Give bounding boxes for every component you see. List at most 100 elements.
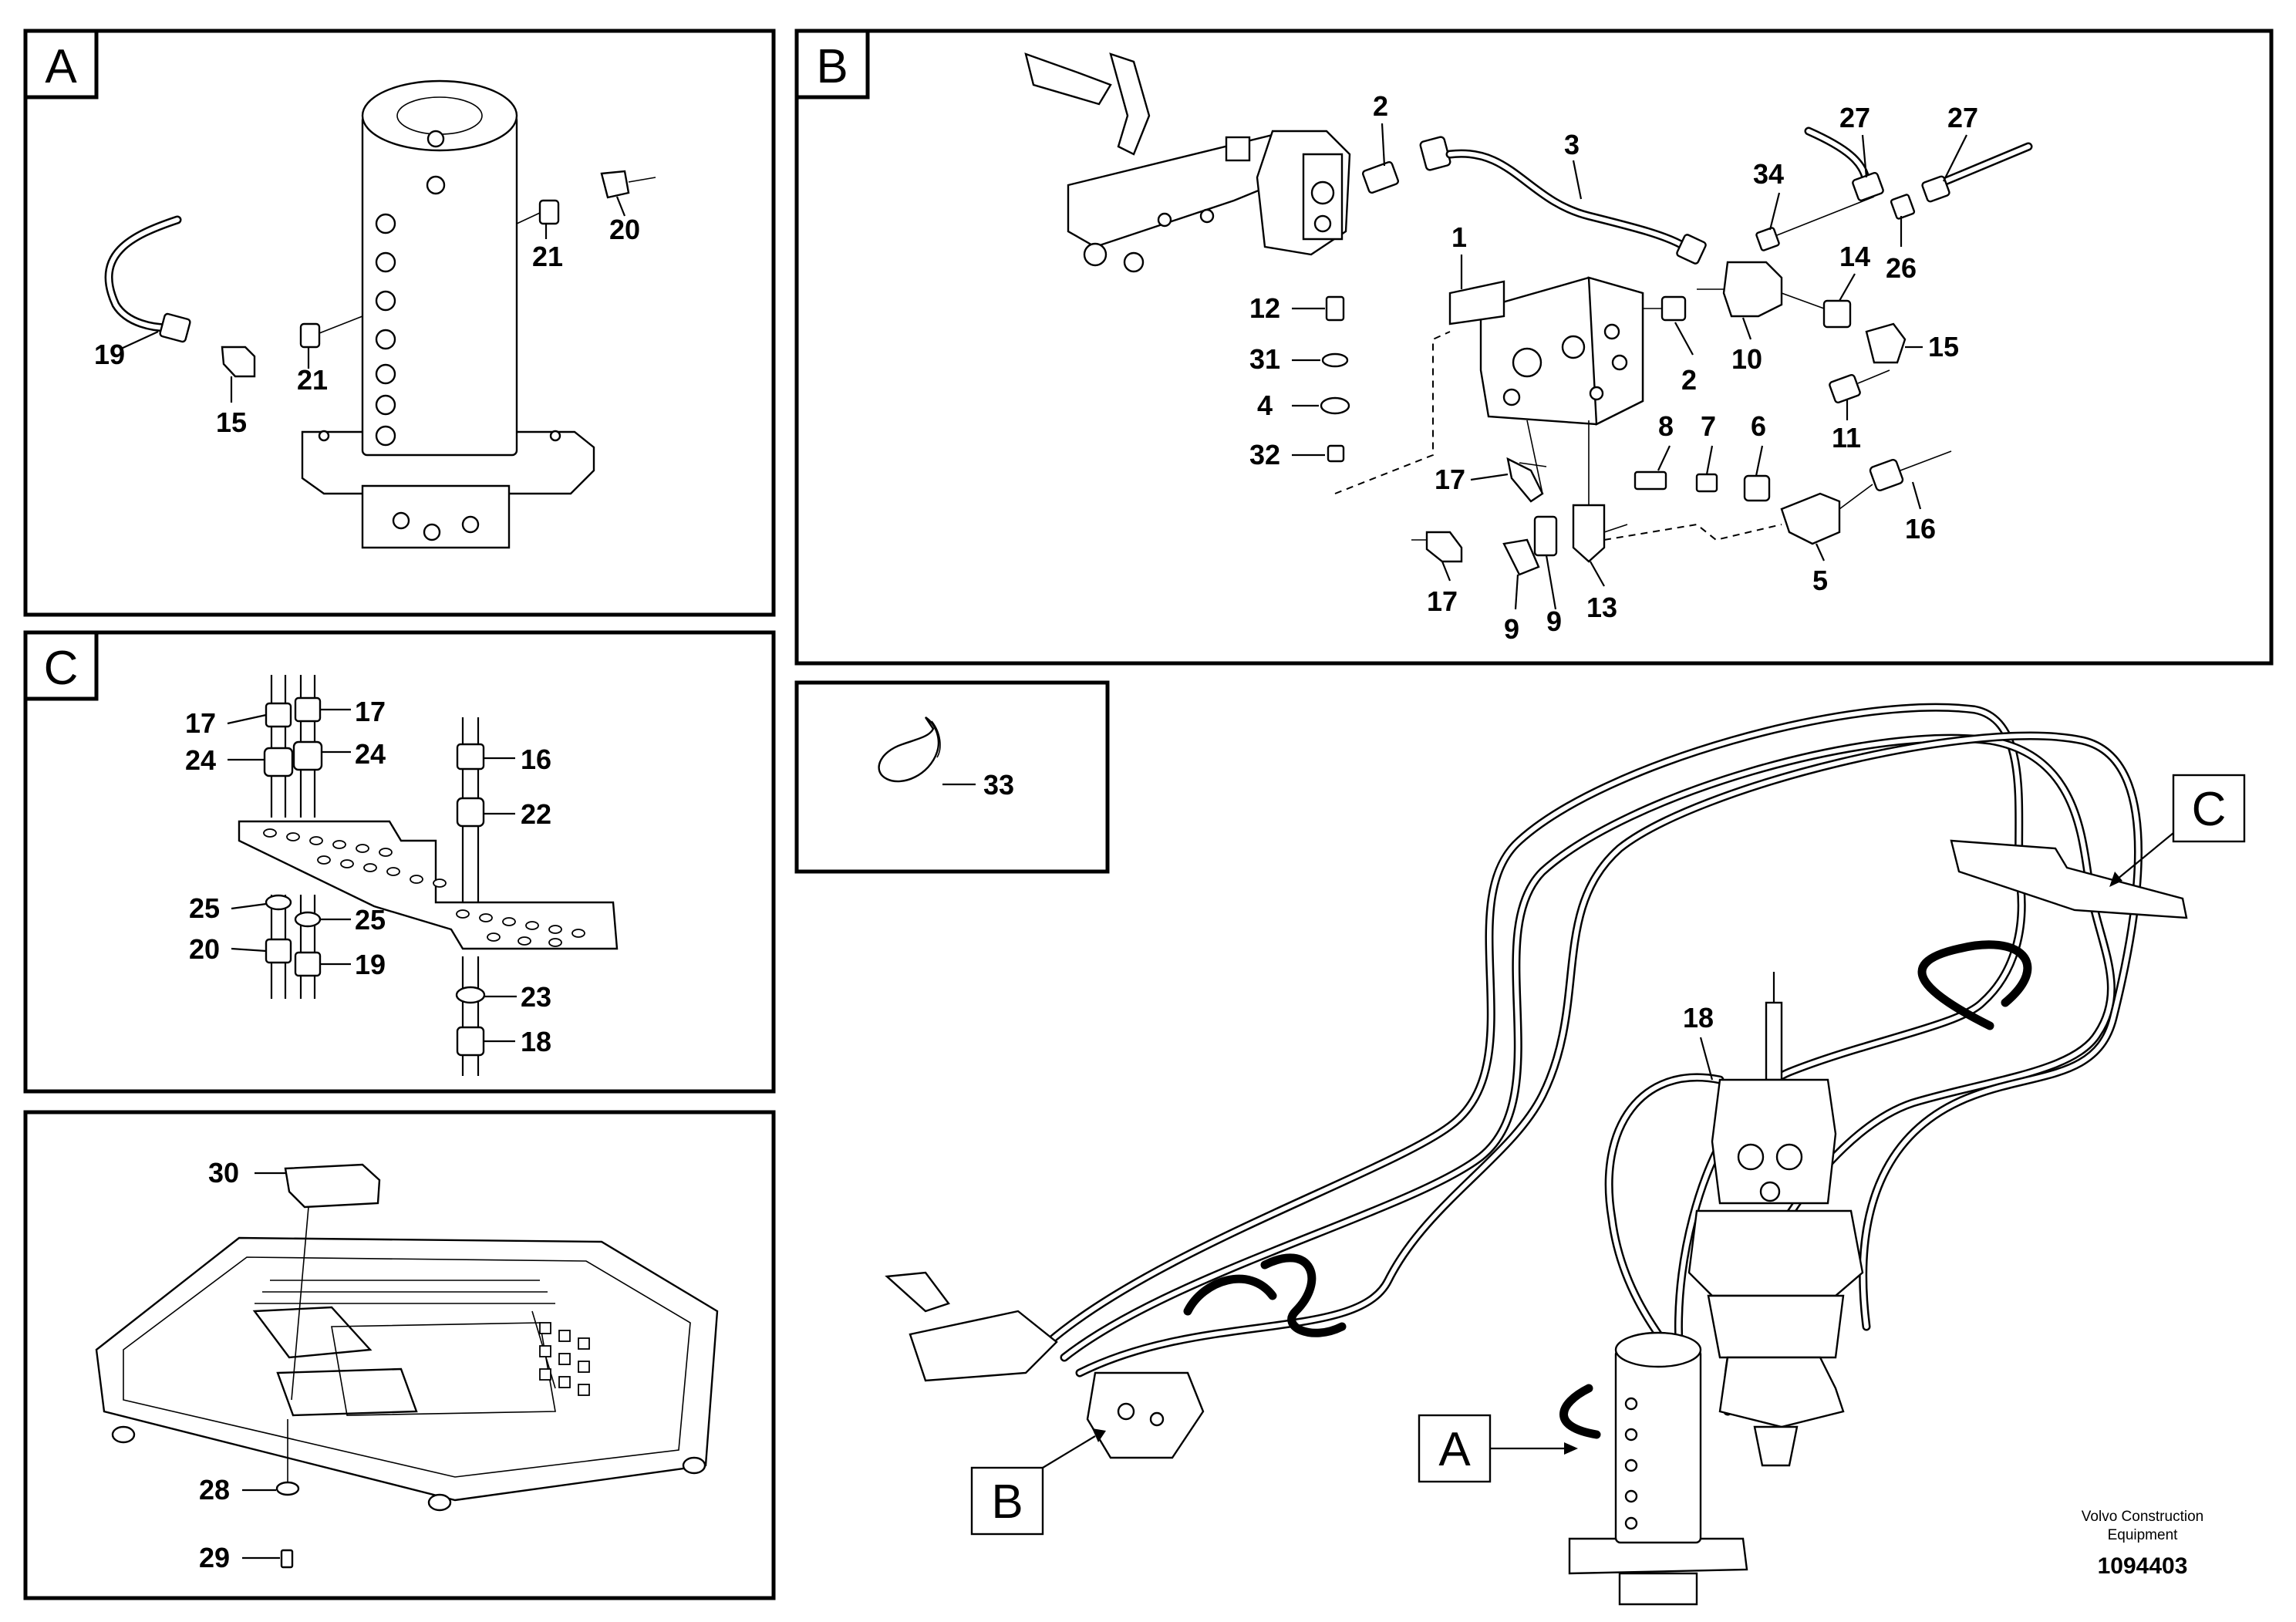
panel-tie-frame [794,680,1110,874]
panel-a-frame [23,29,776,617]
brand-line-1: Volvo Construction [2082,1509,2203,1525]
washer-31 [1321,352,1349,368]
overview-callout-18: 18 [1683,1002,1714,1034]
fitting-14 [1822,299,1852,329]
callout-b-13: 14 [1839,241,1870,272]
panel-b: B [794,29,2274,666]
callout-b-24: 9 [1546,605,1562,637]
callout-b-11: 2 [1681,364,1697,396]
fitting-11 [1829,373,1861,404]
callout-a-5: 20 [609,214,640,245]
spacer-32 [1327,444,1345,463]
callout-b-20: 16 [1905,513,1936,545]
elbow-15-b [1865,322,1907,364]
fitting-19-c [294,951,322,977]
overview-tag-a: A [1438,1423,1471,1476]
washer-4 [1320,396,1350,415]
swivel-joint-drawing [301,79,595,549]
elbow-9-left [1502,538,1540,576]
callout-b-22: 17 [1427,585,1458,617]
fitting-24-right [292,740,323,771]
callout-c-12: 18 [521,1026,551,1057]
nut-25-right [294,911,322,928]
callout-tie-1: 33 [983,769,1014,801]
callout-a-1: 19 [94,339,125,370]
fitting-16-c [456,743,485,771]
fitting-24-left [263,747,294,777]
callout-b-18: 7 [1701,410,1716,442]
callout-c-5: 16 [521,744,551,775]
panel-c: C [23,630,776,1094]
callout-b-16: 11 [1832,422,1861,454]
fitting-6 [1743,474,1771,502]
tee-13 [1572,504,1606,563]
callout-b-1: 2 [1373,90,1388,122]
fitting-18-c [456,1026,485,1057]
callout-cover-3: 29 [199,1542,230,1573]
overview-plate [1950,839,2188,919]
control-valve-1-drawing [1448,276,1644,426]
panel-b-letter: B [816,40,848,93]
callout-c-6: 22 [521,798,551,830]
overview-pedal-valve [885,1271,1205,1459]
callout-c-11: 23 [521,981,551,1013]
panel-b-frame [794,29,2274,666]
fitting-8 [1633,470,1667,491]
hose-27-right-end [1921,175,1950,203]
callout-c-10: 19 [355,949,386,980]
overview-tag-b-box [970,1466,1044,1536]
overview-tag-c-box [2172,774,2246,843]
callout-a-4: 21 [532,241,563,272]
fitting-34 [1755,227,1780,251]
callout-b-5: 27 [1947,102,1978,133]
callout-b-7: 12 [1249,292,1280,324]
panel-a: A 19 [23,29,776,617]
fitting-17-bottom [1425,531,1463,563]
overview-assembly: A B C 18 [885,703,2246,1606]
fitting-9-right [1533,515,1558,557]
callout-cover-2: 28 [199,1474,230,1506]
hose-3-end-b [1676,234,1707,265]
callout-b-15: 15 [1928,331,1959,363]
callout-c-1: 17 [185,707,216,739]
overview-tag-b: B [991,1475,1023,1529]
fitting-21-right [538,199,560,225]
fitting-2-top [1362,160,1399,194]
fitting-20-c [265,938,292,964]
callout-b-3: 34 [1753,158,1784,190]
callout-b-6: 1 [1451,221,1467,253]
panel-cable-tie: 33 [794,680,1110,874]
bolt-12 [1325,295,1345,322]
mounting-plate [238,820,619,950]
fitting-21-left [299,322,321,349]
callout-c-3: 24 [185,744,216,776]
panel-b-letter-box [794,29,870,99]
callout-b-2: 3 [1564,129,1580,160]
callout-b-14: 26 [1886,252,1917,284]
cable-tie-33 [878,717,940,783]
panel-cover: 30 28 29 [23,1110,776,1600]
callout-b-17: 8 [1658,410,1674,442]
fitting-17-c-right [294,696,322,723]
footer: Volvo Construction Equipment 1094403 [2082,1509,2203,1579]
panel-c-letter-box [23,630,99,701]
panel-c-frame [23,630,776,1094]
overview-swivel [1568,1331,1748,1606]
elbow-15 [221,346,256,378]
callout-c-7: 25 [189,892,220,924]
washer-28 [275,1481,300,1496]
callout-c-4: 24 [355,738,386,770]
fitting-26 [1890,194,1916,220]
callout-b-25: 13 [1586,592,1617,623]
floor-plate-drawing [95,1236,719,1512]
callout-b-8: 31 [1249,343,1280,375]
pedal-linkage-drawing [1024,52,1351,273]
callout-b-23: 9 [1504,613,1519,645]
callout-c-2: 17 [355,696,386,727]
fitting-7 [1695,473,1718,493]
callout-a-3: 21 [297,364,328,396]
callout-c-9: 20 [189,933,220,965]
fitting-22 [456,797,485,828]
callout-b-12: 10 [1731,343,1762,375]
hose-27-left-end [1852,171,1884,202]
